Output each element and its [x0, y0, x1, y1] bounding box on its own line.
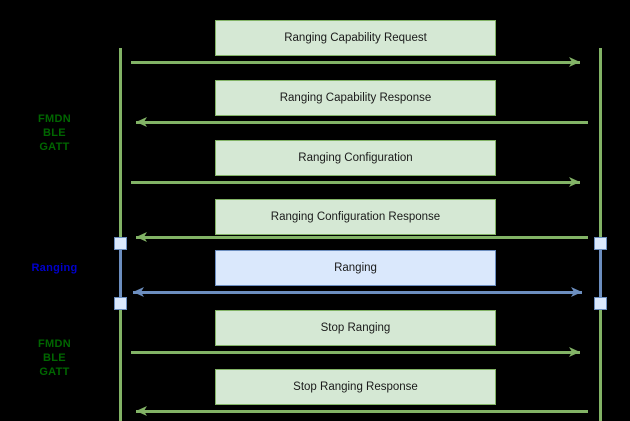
phase-label-line: BLE — [43, 127, 66, 139]
left-activation-start-node — [114, 237, 127, 250]
right-lifeline-blue-activation — [599, 245, 602, 307]
message-label: Ranging Capability Response — [279, 92, 432, 104]
arrow-shaft — [136, 236, 588, 239]
phase-label-fmdn-ble-gatt-top: FMDN BLE GATT — [2, 112, 107, 154]
arrowhead-right-icon — [571, 287, 582, 297]
right-lifeline-green-upper — [599, 48, 602, 245]
message-arrow-ranging-configuration — [131, 177, 580, 187]
message-arrow-ranging-capability-request — [131, 57, 580, 67]
left-activation-end-node — [114, 297, 127, 310]
message-box-stop-ranging: Stop Ranging — [215, 310, 496, 346]
message-box-ranging-configuration-response: Ranging Configuration Response — [215, 199, 496, 235]
message-label: Ranging Capability Request — [284, 32, 427, 44]
message-arrow-ranging-bidirectional — [133, 287, 582, 297]
message-label: Ranging Configuration Response — [270, 211, 441, 223]
message-arrow-stop-ranging — [131, 347, 580, 357]
message-label: Ranging Configuration — [298, 152, 413, 164]
phase-label-ranging: Ranging — [2, 261, 107, 275]
left-lifeline-blue-activation — [119, 245, 122, 307]
arrowhead-right-icon — [569, 177, 580, 187]
message-box-ranging: Ranging — [215, 250, 496, 286]
phase-label-line: FMDN — [38, 113, 71, 125]
message-arrow-ranging-capability-response — [136, 117, 588, 127]
arrowhead-left-icon — [136, 232, 147, 242]
message-box-ranging-configuration: Ranging Configuration — [215, 140, 496, 176]
arrow-shaft — [136, 410, 588, 413]
arrow-shaft — [136, 121, 588, 124]
phase-label-line: FMDN — [38, 338, 71, 350]
phase-label-line: BLE — [43, 352, 66, 364]
left-lifeline-green-lower — [119, 307, 122, 421]
phase-label-line: GATT — [39, 141, 70, 153]
right-activation-end-node — [594, 297, 607, 310]
arrowhead-left-icon — [133, 287, 144, 297]
message-label: Stop Ranging Response — [293, 381, 418, 393]
arrow-shaft — [131, 61, 580, 64]
phase-label-line: Ranging — [31, 262, 78, 274]
arrow-shaft — [133, 291, 582, 294]
right-lifeline-green-lower — [599, 307, 602, 421]
phase-label-fmdn-ble-gatt-bottom: FMDN BLE GATT — [2, 337, 107, 379]
message-label: Ranging — [334, 262, 377, 274]
message-box-stop-ranging-response: Stop Ranging Response — [215, 369, 496, 405]
arrow-shaft — [131, 181, 580, 184]
message-box-ranging-capability-response: Ranging Capability Response — [215, 80, 496, 116]
left-lifeline-green-upper — [119, 48, 122, 245]
right-activation-start-node — [594, 237, 607, 250]
phase-label-line: GATT — [39, 366, 70, 378]
arrow-shaft — [131, 351, 580, 354]
message-box-ranging-capability-request: Ranging Capability Request — [215, 20, 496, 56]
message-arrow-ranging-configuration-response — [136, 232, 588, 242]
arrowhead-right-icon — [569, 347, 580, 357]
arrowhead-right-icon — [569, 57, 580, 67]
arrowhead-left-icon — [136, 406, 147, 416]
arrowhead-left-icon — [136, 117, 147, 127]
message-arrow-stop-ranging-response — [136, 406, 588, 416]
message-label: Stop Ranging — [320, 322, 391, 334]
